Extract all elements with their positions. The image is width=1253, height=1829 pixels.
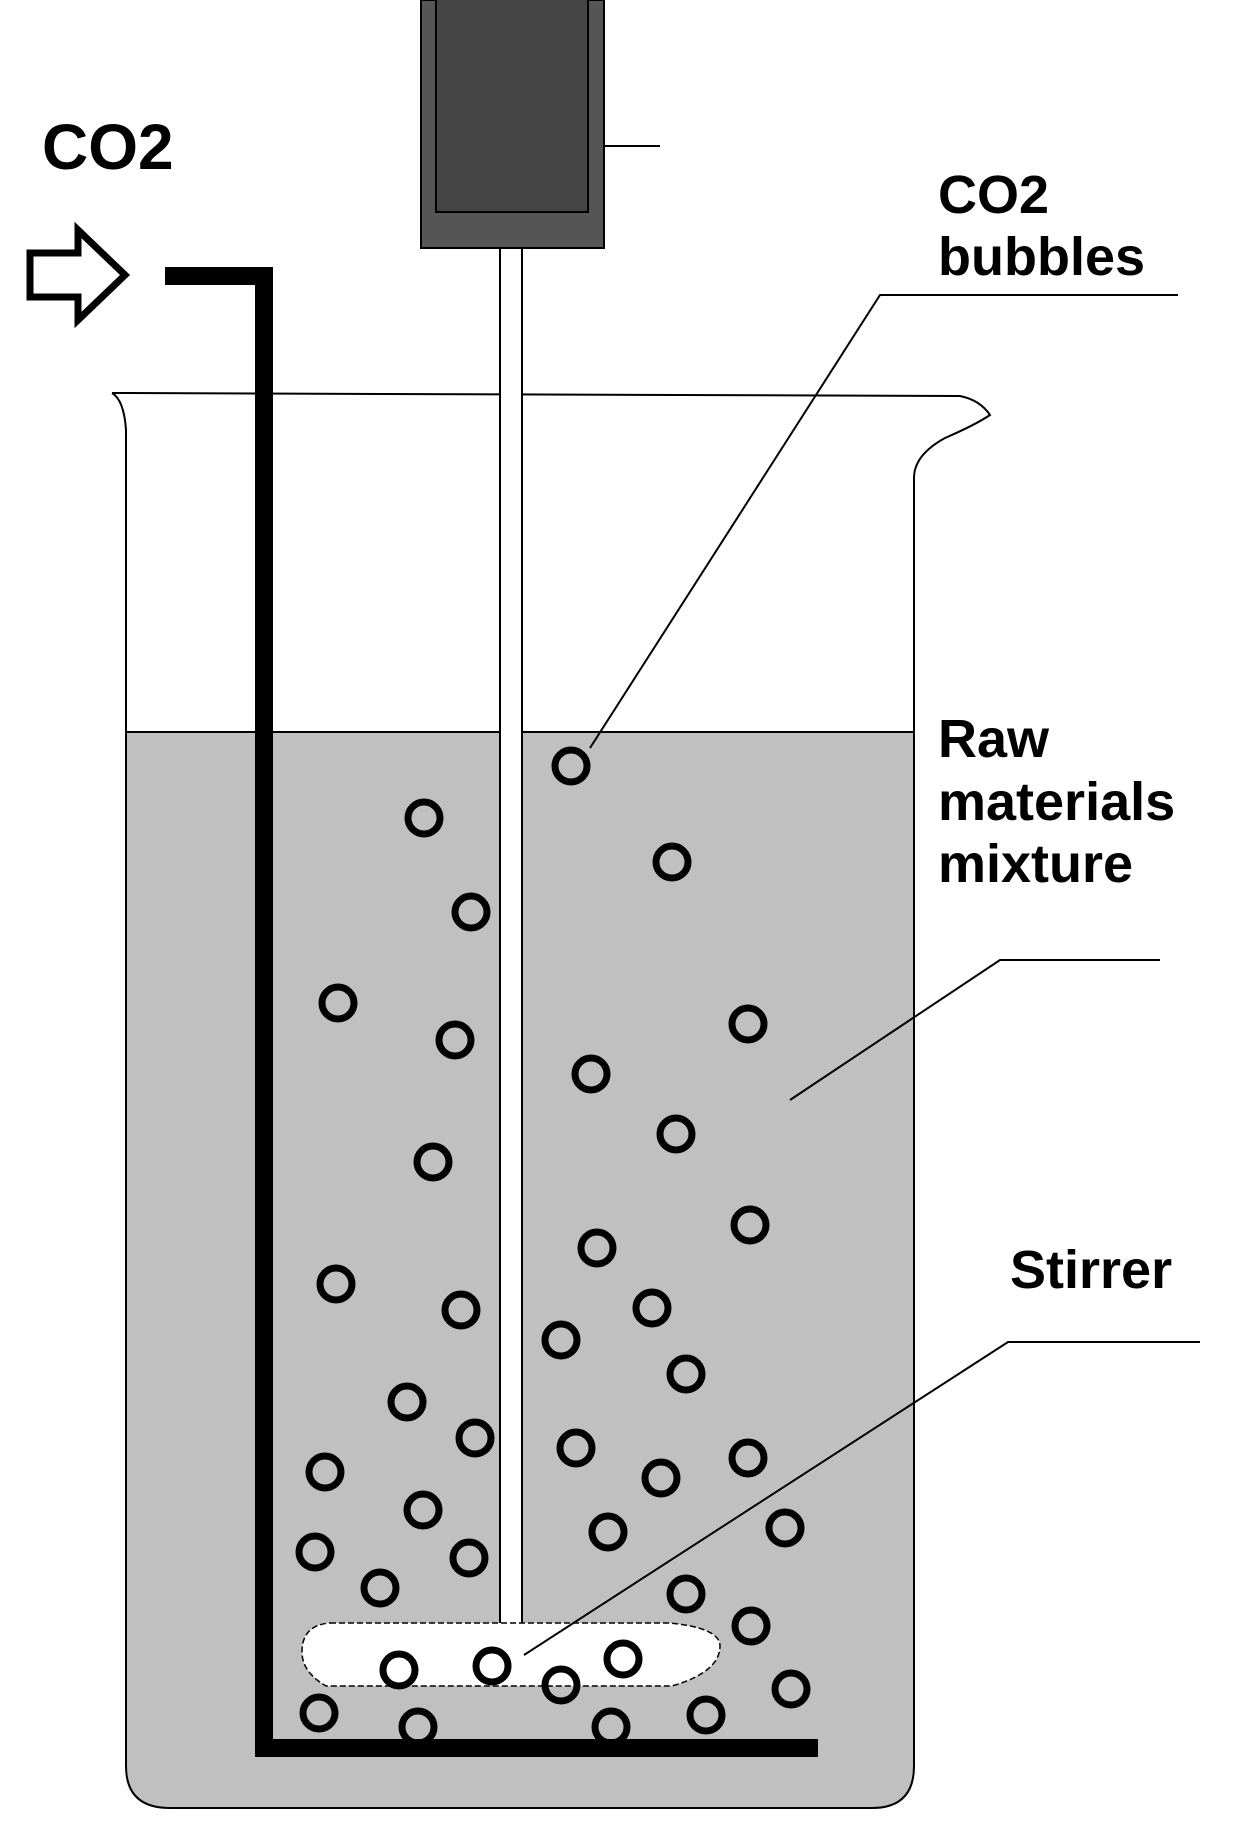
co2-bubble (449, 1538, 489, 1578)
co2-bubble (666, 1354, 706, 1394)
co2-bubbles-label: CO2 bubbles (938, 165, 1145, 288)
co2-bubble (451, 892, 491, 932)
co2-bubble (441, 1290, 481, 1330)
stirrer-shaft (499, 247, 523, 1639)
co2-bubble (318, 983, 358, 1023)
leader-co2-bubbles (589, 294, 1178, 749)
stirrer-label-text: Stirrer (1010, 1240, 1173, 1300)
co2-bubble (641, 1458, 681, 1498)
co2-bubble (551, 746, 591, 786)
motor-inner-panel (435, 0, 589, 213)
stirrer-paddle (301, 1622, 721, 1687)
co2-bubble (295, 1532, 335, 1572)
co2-bubbles-label-line2: bubbles (938, 226, 1146, 287)
co2-bubble (603, 1639, 643, 1679)
stirrer-label: Stirrer (1010, 1243, 1172, 1297)
co2-bubble (731, 1606, 771, 1646)
co2-bubble (299, 1693, 339, 1733)
co2-bubble (632, 1288, 672, 1328)
raw-materials-label: Raw materials mixture (938, 708, 1175, 896)
co2-bubble (666, 1574, 706, 1614)
co2-bubble (472, 1646, 512, 1686)
co2-bubble (577, 1228, 617, 1268)
co2-bubble (728, 1004, 768, 1044)
co2-inlet-arrow-icon (26, 221, 131, 329)
co2-bubble (765, 1508, 805, 1548)
co2-inlet-label: CO2 (42, 115, 174, 179)
co2-bubble (413, 1142, 453, 1182)
co2-bubbles (295, 746, 811, 1747)
co2-bubble (541, 1665, 581, 1705)
co2-bubble (541, 1320, 581, 1360)
co2-bubble (656, 1114, 696, 1154)
co2-bubble (316, 1264, 356, 1304)
raw-materials-label-line2: materials (938, 771, 1176, 832)
beaker-outline (111, 392, 992, 1809)
co2-bubble (728, 1438, 768, 1478)
leader-stirrer (523, 1341, 1200, 1656)
co2-bubble (686, 1695, 726, 1735)
co2-bubble (730, 1205, 770, 1245)
raw-materials-label-line1: Raw (938, 709, 1050, 769)
co2-bubble (398, 1707, 438, 1747)
co2-bubble (403, 1490, 443, 1530)
co2-bubble (455, 1418, 495, 1458)
leader-raw-materials (789, 959, 1160, 1101)
co2-gas-pipe (165, 267, 818, 1757)
co2-bubble (771, 1669, 811, 1709)
leader-lines (523, 294, 1200, 1656)
co2-bubble (435, 1020, 475, 1060)
co2-bubble (571, 1054, 611, 1094)
co2-bubble (387, 1382, 427, 1422)
co2-bubbles-label-line1: CO2 (938, 165, 1050, 225)
co2-bubble (404, 798, 444, 838)
co2-bubble (556, 1428, 596, 1468)
co2-bubble (360, 1568, 400, 1608)
raw-materials-label-line3: mixture (938, 834, 1134, 895)
co2-bubble (588, 1512, 628, 1552)
co2-inlet-label-text: CO2 (42, 111, 174, 183)
co2-bubble (652, 842, 692, 882)
co2-bubble (305, 1452, 345, 1492)
co2-bubble (379, 1650, 419, 1690)
co2-bubble (591, 1707, 631, 1747)
